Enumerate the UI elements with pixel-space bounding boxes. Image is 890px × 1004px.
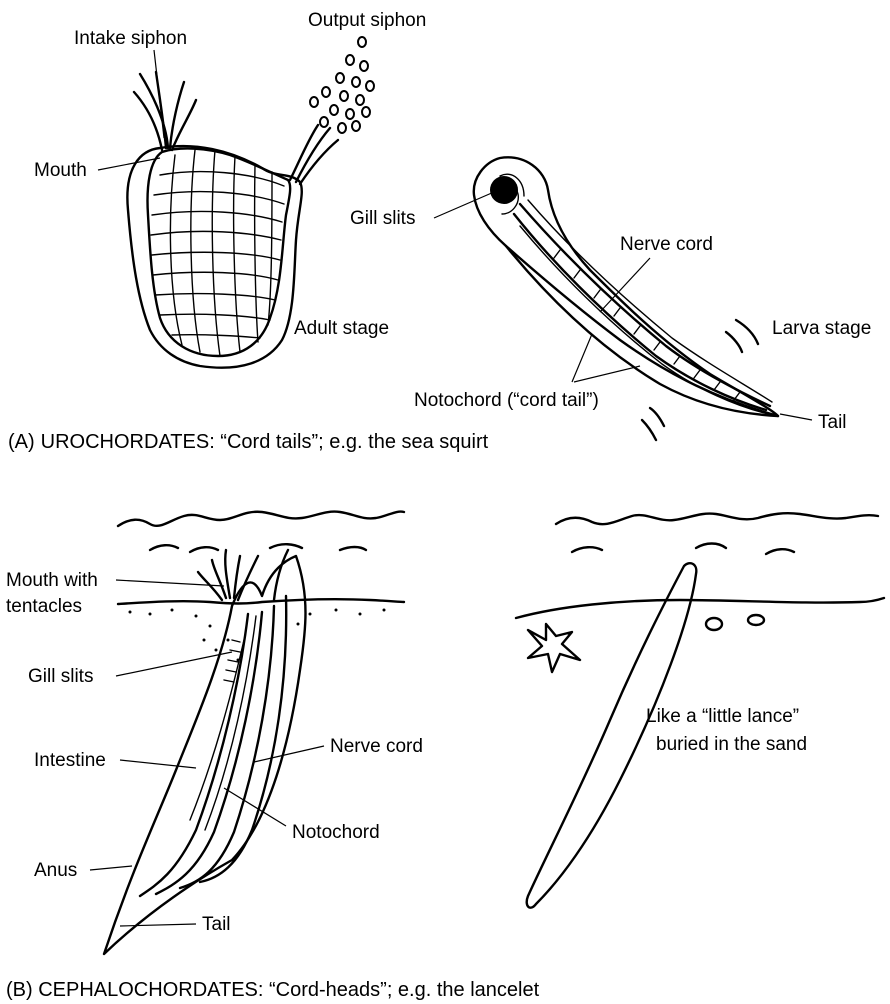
leader-gill-slits-larva bbox=[434, 192, 494, 218]
leader-tail-larva bbox=[780, 414, 812, 420]
label-gill-slits-larva: Gill slits bbox=[350, 208, 415, 229]
label-nerve-cord-larva: Nerve cord bbox=[620, 234, 713, 255]
label-tail-larva: Tail bbox=[818, 412, 847, 433]
label-tail-b: Tail bbox=[202, 914, 231, 935]
label-intake-siphon: Intake siphon bbox=[74, 28, 187, 49]
label-output-siphon: Output siphon bbox=[308, 10, 426, 31]
caption-a-prefix: (A) bbox=[8, 431, 35, 453]
leader-notochord-larva-1 bbox=[572, 334, 592, 382]
leader-tail-b bbox=[120, 924, 196, 926]
label-lance-line2: buried in the sand bbox=[656, 734, 807, 755]
caption-a-text: UROCHORDATES: “Cord tails”; e.g. the sea… bbox=[41, 431, 489, 453]
caption-b: (B) CEPHALOCHORDATES: “Cord-heads”; e.g.… bbox=[6, 979, 540, 1001]
caption-a: (A) UROCHORDATES: “Cord tails”; e.g. the … bbox=[8, 431, 489, 453]
leader-nerve-cord-b bbox=[254, 746, 324, 762]
label-anus: Anus bbox=[34, 860, 77, 881]
leader-anus bbox=[90, 866, 132, 870]
label-adult-stage: Adult stage bbox=[294, 318, 389, 339]
label-notochord-larva: Notochord (“cord tail”) bbox=[414, 390, 599, 411]
leader-notochord-larva-2 bbox=[574, 366, 640, 382]
label-tentacles: tentacles bbox=[6, 596, 82, 617]
label-mouth-with: Mouth with bbox=[6, 570, 98, 591]
label-larva-stage: Larva stage bbox=[772, 318, 871, 339]
label-notochord-b: Notochord bbox=[292, 822, 380, 843]
label-nerve-cord-b: Nerve cord bbox=[330, 736, 423, 757]
label-mouth: Mouth bbox=[34, 160, 87, 181]
lancelet-section-drawing bbox=[104, 512, 404, 954]
label-intestine: Intestine bbox=[34, 750, 106, 771]
leader-intestine bbox=[120, 760, 196, 768]
label-gill-slits-b: Gill slits bbox=[28, 666, 93, 687]
label-lance-line1: Like a “little lance” bbox=[646, 706, 799, 727]
